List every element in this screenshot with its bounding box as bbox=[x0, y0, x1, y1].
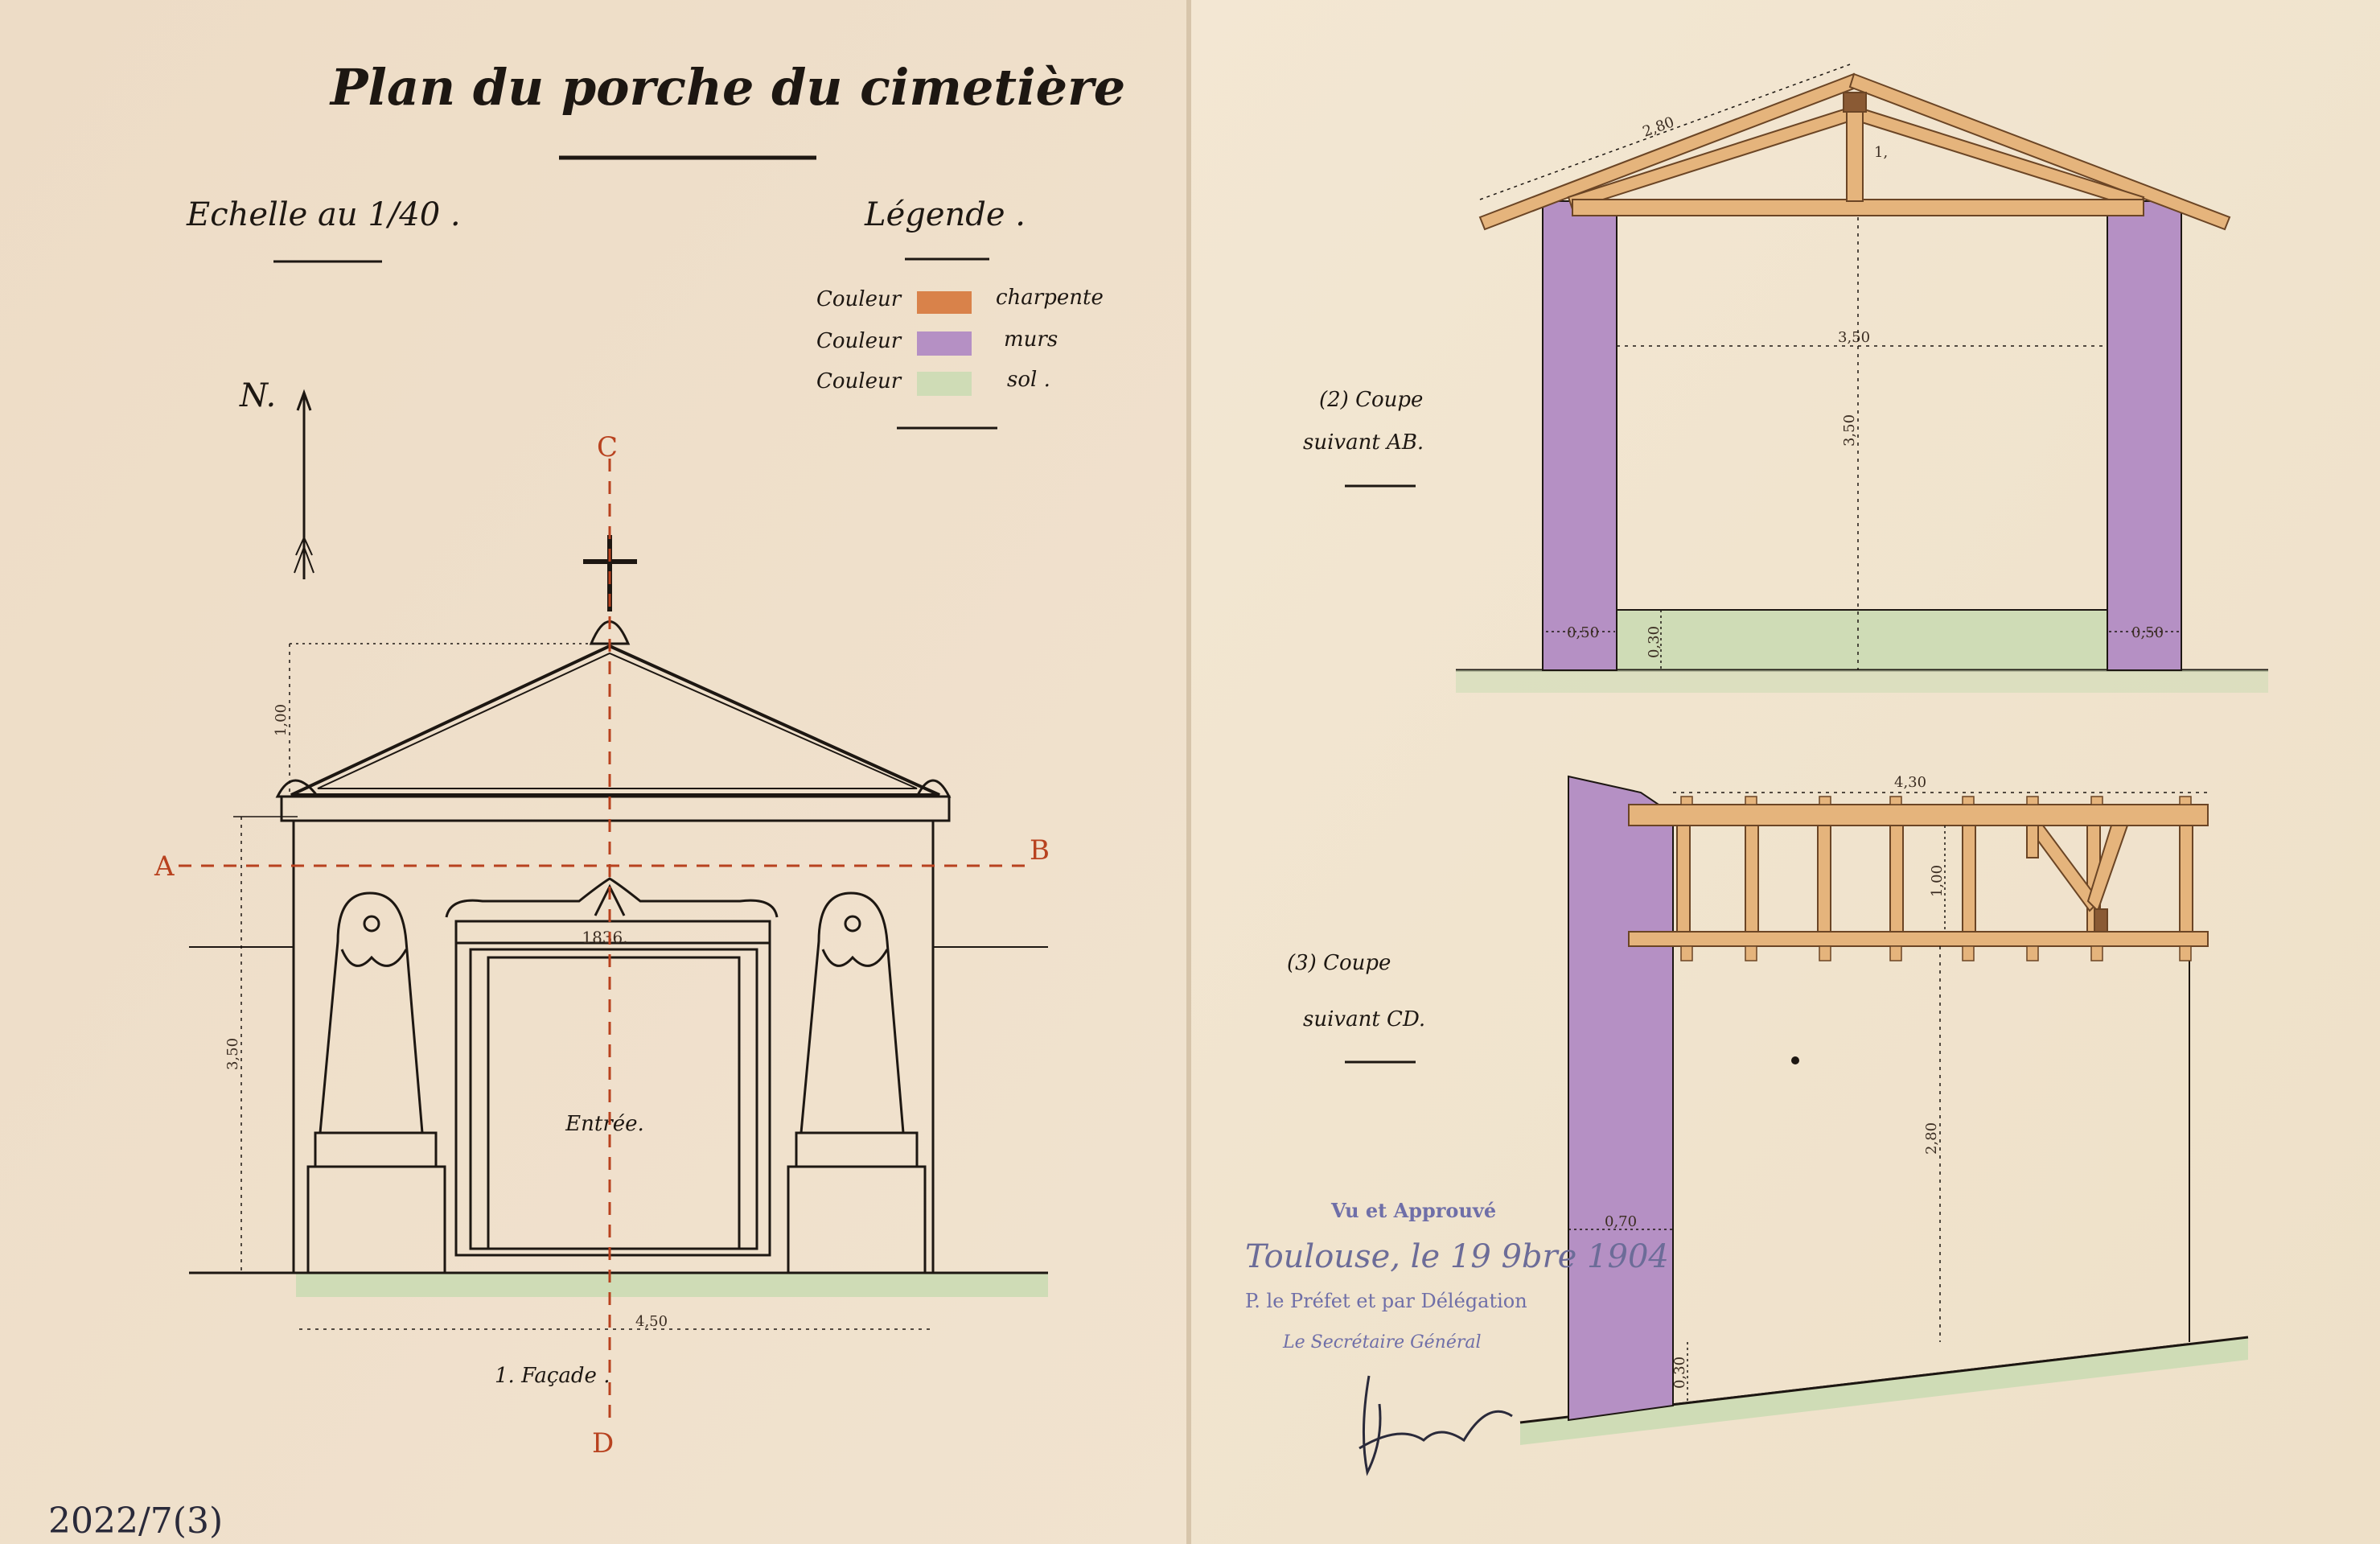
section-ab-king-dim: 1, bbox=[1874, 144, 1888, 161]
legend-item-meaning: murs bbox=[1004, 327, 1058, 352]
section-cd-height-dim: 2,80 bbox=[1923, 1122, 1940, 1155]
facade-year: 1836. bbox=[582, 928, 627, 947]
section-cd-floor-dim: 0,30 bbox=[1671, 1357, 1688, 1389]
north-arrow-icon bbox=[294, 389, 314, 579]
right-page bbox=[1189, 0, 2380, 1544]
legend-item-label: Couleur bbox=[816, 329, 902, 353]
legend-item-meaning: sol . bbox=[1007, 368, 1050, 392]
page-title: Plan du porche du cimetière bbox=[329, 58, 1125, 117]
facade-ground bbox=[296, 1273, 1048, 1297]
stamp-line-4: Le Secrétaire Général bbox=[1282, 1332, 1482, 1353]
timber-frame bbox=[1628, 804, 2209, 947]
facade-elevation: 1836. Entrée. 3,50 1,00 4,50 A B C D 1. … bbox=[154, 431, 1050, 1460]
right-pillar bbox=[787, 891, 927, 1274]
approval-stamp: Vu et Approuvé Toulouse, le 19 9bre 1904… bbox=[1245, 1199, 1669, 1353]
axis-label-c: C bbox=[597, 431, 618, 463]
legend-item: Couleur charpente bbox=[816, 286, 1104, 314]
left-pillar bbox=[306, 891, 446, 1274]
timber-frame-pegs bbox=[1680, 796, 2192, 961]
axis-label-a: A bbox=[154, 850, 175, 883]
stamp-line-3: P. le Préfet et par Délégation bbox=[1245, 1290, 1527, 1312]
section-cd-caption-2: suivant CD. bbox=[1303, 1007, 1425, 1031]
roof-truss bbox=[1478, 72, 2231, 231]
stamp-line-1: Vu et Approuvé bbox=[1330, 1199, 1496, 1222]
facade-caption: 1. Façade . bbox=[495, 1364, 610, 1388]
axis-label-b: B bbox=[1030, 834, 1050, 867]
legend-item: Couleur sol . bbox=[816, 368, 1050, 396]
section-ab-wall-right bbox=[2107, 200, 2182, 671]
section-cd-wall-dim: 0,70 bbox=[1605, 1213, 1637, 1230]
legend-swatch-sol bbox=[917, 372, 972, 396]
legend-item-label: Couleur bbox=[816, 287, 902, 311]
section-cd-wall bbox=[1568, 775, 1674, 1422]
legend-item-meaning: charpente bbox=[996, 286, 1104, 310]
section-cd-length-dim: 4,30 bbox=[1894, 774, 1926, 791]
stamp-line-2: Toulouse, le 19 9bre 1904 bbox=[1245, 1238, 1669, 1275]
facade-height-dim: 3,50 bbox=[224, 1038, 241, 1070]
section-ab-floor bbox=[1617, 610, 2107, 670]
legend-swatch-charpente bbox=[917, 291, 972, 314]
archive-id: 2022/7(3) bbox=[48, 1501, 223, 1542]
legend-heading: Légende . bbox=[864, 196, 1026, 233]
section-cd-frame-dim: 1,00 bbox=[1929, 865, 1946, 897]
section-ab-wall-left-dim: 0,50 bbox=[1567, 624, 1599, 641]
section-ab-span-dim: 3,50 bbox=[1838, 329, 1870, 346]
section-ab-wall-right-dim: 0,50 bbox=[2131, 624, 2164, 641]
section-cd-ground bbox=[1520, 1337, 2248, 1445]
section-ab: 2,80 1, 3,50 3,50 0,50 0,50 0,30 (2) Cou… bbox=[1303, 64, 2268, 693]
section-ab-caption-2: suivant AB. bbox=[1303, 430, 1424, 455]
section-ab-floor-dim: 0,30 bbox=[1646, 626, 1663, 658]
north-label: N. bbox=[239, 377, 276, 414]
section-cd: 4,30 1,00 2,80 0,70 0,30 (3) Coupe suiva… bbox=[1287, 774, 2249, 1445]
facade-gable-dim: 1,00 bbox=[273, 704, 290, 736]
facade-width-dim: 4,50 bbox=[635, 1313, 668, 1330]
legend-swatch-murs bbox=[917, 331, 972, 356]
section-cd-caption: (3) Coupe bbox=[1287, 951, 1391, 975]
axis-label-d: D bbox=[592, 1427, 614, 1460]
scale-label: Echelle au 1/40 . bbox=[186, 196, 461, 233]
legend-item-label: Couleur bbox=[816, 369, 902, 393]
section-ab-caption: (2) Coupe bbox=[1319, 388, 1423, 412]
entry-gate bbox=[445, 877, 779, 1257]
entry-label: Entrée. bbox=[565, 1112, 644, 1136]
section-ab-wall-left bbox=[1542, 200, 1617, 671]
facade-pediment bbox=[290, 644, 940, 797]
legend-item: Couleur murs bbox=[816, 327, 1058, 356]
signature bbox=[1359, 1375, 1513, 1476]
section-ab-height-dim: 3,50 bbox=[1841, 414, 1858, 447]
